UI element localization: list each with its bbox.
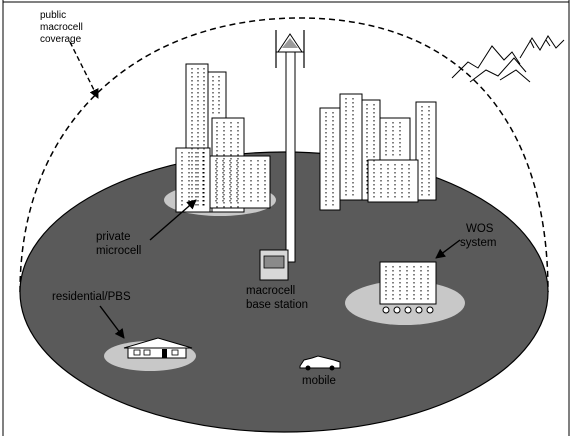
label-macrocell-base-station: macrocell base station xyxy=(246,285,308,311)
macrocell-coverage-dome xyxy=(19,17,549,293)
building-icon xyxy=(209,155,271,209)
wos-system-site xyxy=(345,261,465,325)
building-icon xyxy=(415,101,437,201)
tower-mast xyxy=(285,51,296,263)
residential-site xyxy=(104,337,196,371)
label-wos-system: WOS system xyxy=(460,223,497,249)
wos-antennas xyxy=(382,306,434,314)
base-station-box xyxy=(259,249,289,281)
building-icon xyxy=(319,107,341,211)
mountain-range-icon xyxy=(451,35,565,83)
car-icon xyxy=(299,355,341,371)
left-building-cluster xyxy=(164,63,276,216)
label-residential-pbs: residential/PBS xyxy=(52,291,131,303)
label-private-microcell: private microcell xyxy=(96,231,141,257)
arrow-residential xyxy=(99,305,125,339)
house-icon xyxy=(123,337,193,359)
right-cluster-windows xyxy=(325,98,430,206)
label-public-macrocell: public macrocell coverage xyxy=(40,10,86,45)
arrow-private-microcell xyxy=(149,199,197,241)
left-cluster-windows xyxy=(181,68,266,208)
building-icon xyxy=(367,159,419,203)
right-building-cluster xyxy=(319,93,437,211)
arrow-wos-system xyxy=(435,239,461,259)
building-icon xyxy=(379,261,437,305)
building-icon xyxy=(339,93,363,201)
arrow-macrocell-coverage xyxy=(69,41,99,99)
antenna-tower-icon xyxy=(275,30,305,263)
label-mobile: mobile xyxy=(302,375,336,387)
